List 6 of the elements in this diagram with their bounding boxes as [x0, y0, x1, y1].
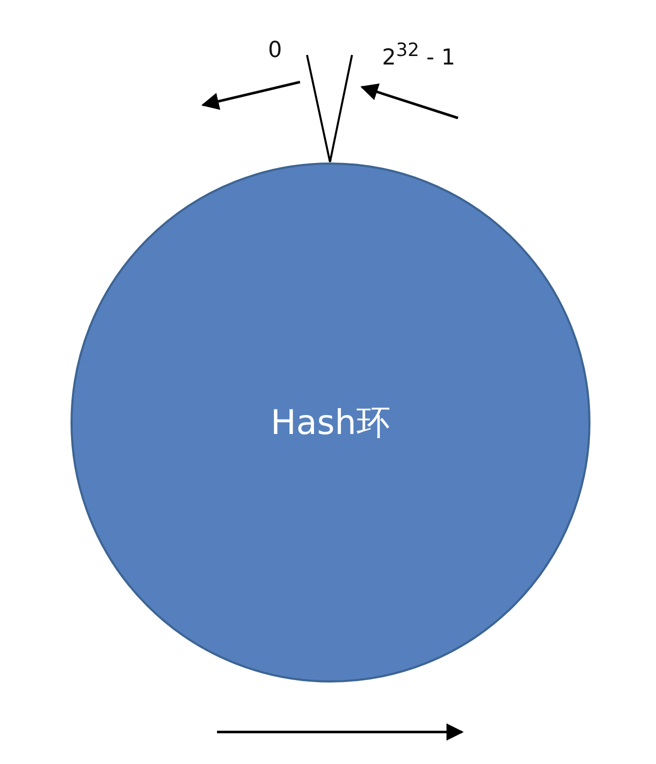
leader-line: [306, 54, 331, 162]
hash-ring-circle: [70, 162, 591, 683]
value-label: 2$^{32}$ - 1: [382, 38, 456, 64]
leader-line: [329, 54, 353, 162]
value-label: 0: [268, 38, 282, 64]
ring-label: Hash环: [270, 402, 390, 444]
